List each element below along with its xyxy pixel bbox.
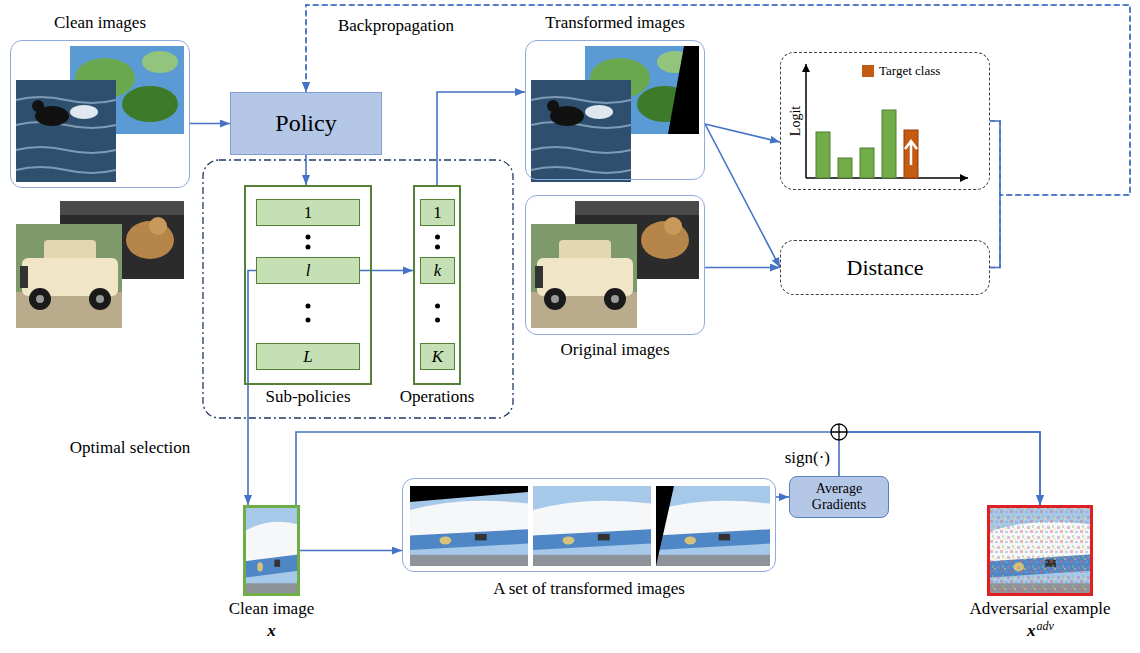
text-holder: L bbox=[257, 344, 359, 370]
group-label: Operations bbox=[400, 387, 475, 406]
photo-collage bbox=[16, 46, 699, 328]
edge-label: Optimal selection bbox=[68, 438, 192, 457]
feedback-arrow bbox=[306, 5, 1130, 195]
flow-arrow bbox=[190, 123, 230, 125]
operation-cell: 1 bbox=[420, 199, 455, 227]
cell-label: K bbox=[432, 347, 443, 367]
cell-label: 1 bbox=[304, 203, 313, 223]
text-holder: Original images bbox=[560, 340, 669, 360]
operation-cell: k bbox=[420, 257, 455, 285]
flow-arrow bbox=[437, 92, 525, 185]
box-label: Distance bbox=[847, 255, 924, 280]
image-group: Original images bbox=[525, 195, 705, 335]
image-caption: A set of transformed images bbox=[493, 579, 685, 598]
flow-arrow bbox=[360, 270, 413, 272]
image-caption: Clean image bbox=[229, 599, 314, 618]
image-group: Clean images bbox=[10, 40, 190, 188]
text-holder: Adversarial example bbox=[969, 599, 1110, 619]
group-label: Clean images bbox=[54, 13, 146, 32]
flow-arrow bbox=[296, 432, 1040, 505]
text-holder: 1 bbox=[421, 200, 454, 226]
axis-label: Logit bbox=[788, 106, 803, 136]
transformed-set: A set of transformed images bbox=[402, 478, 776, 572]
flow-arrow bbox=[300, 550, 402, 552]
clean-image: Clean imagex bbox=[243, 505, 300, 596]
legend-swatch bbox=[862, 65, 874, 77]
flow-arrow bbox=[705, 124, 780, 268]
merge-line bbox=[990, 121, 1000, 195]
flow-arrow bbox=[705, 267, 780, 269]
cell-label: l bbox=[306, 261, 311, 281]
legend-label: Target class bbox=[879, 64, 940, 79]
group-label: Sub-policies bbox=[266, 387, 351, 406]
text-holder: adv bbox=[1037, 616, 1054, 634]
box-label: Average Gradients bbox=[798, 481, 880, 513]
math-symbol: x bbox=[267, 621, 276, 640]
image-caption: Adversarial example bbox=[969, 599, 1110, 618]
legend-entry: Target class bbox=[862, 64, 940, 79]
flow-arrow bbox=[705, 124, 780, 142]
logit-bars bbox=[806, 64, 968, 178]
edge-label-holder: sign(·) bbox=[783, 448, 832, 468]
image-group: Transformed images bbox=[525, 40, 705, 180]
text-holder: A set of transformed images bbox=[493, 579, 685, 599]
text-holder: Sub-policies bbox=[266, 387, 351, 407]
policy-box: Policy bbox=[230, 92, 382, 155]
flow-arrow bbox=[776, 496, 789, 498]
operation-list: 1kKOperations bbox=[413, 185, 461, 385]
text-holder: x bbox=[267, 621, 276, 641]
text-holder: l bbox=[257, 258, 359, 284]
edge-label: Backpropagation bbox=[336, 16, 456, 35]
distance-box: Distance bbox=[780, 240, 990, 295]
policy-container bbox=[203, 160, 513, 418]
flow-arrow bbox=[248, 270, 256, 505]
edge-label-holder: Backpropagation bbox=[336, 16, 456, 36]
text-holder: Distance bbox=[781, 241, 989, 294]
cell-label: k bbox=[434, 261, 442, 281]
text-holder: k bbox=[421, 258, 454, 284]
text-holder: Clean image bbox=[229, 599, 314, 619]
cell-label: 1 bbox=[433, 203, 442, 223]
text-holder: Policy bbox=[231, 93, 381, 154]
subpolicy-cell: 1 bbox=[256, 199, 360, 227]
text-holder: Logit bbox=[786, 106, 804, 136]
sum-symbol bbox=[831, 424, 847, 440]
box-label: Policy bbox=[275, 110, 336, 138]
group-label: Original images bbox=[560, 340, 669, 359]
subpolicy-cell: l bbox=[256, 257, 360, 285]
feedback-arrow bbox=[306, 5, 1130, 268]
text-holder: x bbox=[1027, 621, 1036, 641]
text-holder: Transformed images bbox=[545, 13, 685, 33]
edge-label: sign(·) bbox=[783, 448, 832, 467]
flow-arrow bbox=[305, 155, 307, 185]
merge-line bbox=[990, 195, 1000, 268]
operation-cell: K bbox=[420, 343, 455, 371]
text-holder: Clean images bbox=[54, 13, 146, 33]
subpolicy-cell: L bbox=[256, 343, 360, 371]
cell-label: L bbox=[303, 347, 312, 367]
gradient-box: Average Gradients bbox=[789, 476, 889, 518]
group-label: Transformed images bbox=[545, 13, 685, 32]
superscript: adv bbox=[1037, 619, 1054, 633]
math-symbol: x bbox=[1027, 621, 1036, 640]
adversarial-image: Adversarial examplexadv bbox=[987, 505, 1093, 596]
text-holder: K bbox=[421, 344, 454, 370]
subpolicy-list: 1lLSub-policies bbox=[244, 185, 372, 385]
text-holder: Average Gradients bbox=[790, 477, 888, 517]
edge-label-holder: Optimal selection bbox=[68, 438, 192, 458]
text-holder: 1 bbox=[257, 200, 359, 226]
text-holder: Operations bbox=[400, 387, 475, 407]
